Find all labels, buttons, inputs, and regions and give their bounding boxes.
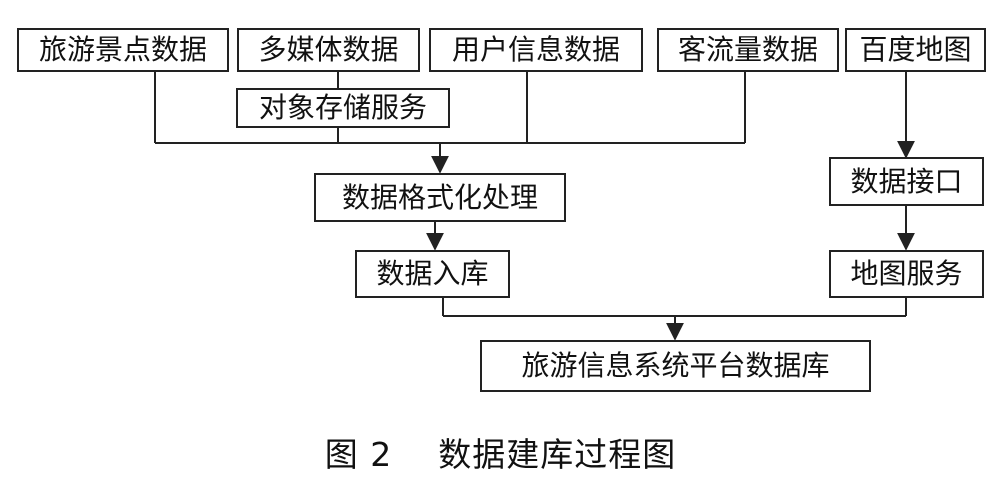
node-data-interface: 数据接口 <box>829 157 984 206</box>
node-scenic-data: 旅游景点数据 <box>17 28 229 72</box>
node-user-info-data: 用户信息数据 <box>429 28 643 72</box>
figure-caption: 图 2 数据建库过程图 <box>324 435 677 474</box>
node-data-import: 数据入库 <box>355 250 510 298</box>
node-data-formatting: 数据格式化处理 <box>314 173 566 222</box>
node-passenger-flow-data: 客流量数据 <box>657 28 839 72</box>
node-baidu-map: 百度地图 <box>845 28 986 72</box>
node-platform-database: 旅游信息系统平台数据库 <box>480 340 871 392</box>
node-object-storage-service: 对象存储服务 <box>236 88 450 128</box>
node-multimedia-data: 多媒体数据 <box>237 28 420 72</box>
node-map-service: 地图服务 <box>829 250 984 298</box>
